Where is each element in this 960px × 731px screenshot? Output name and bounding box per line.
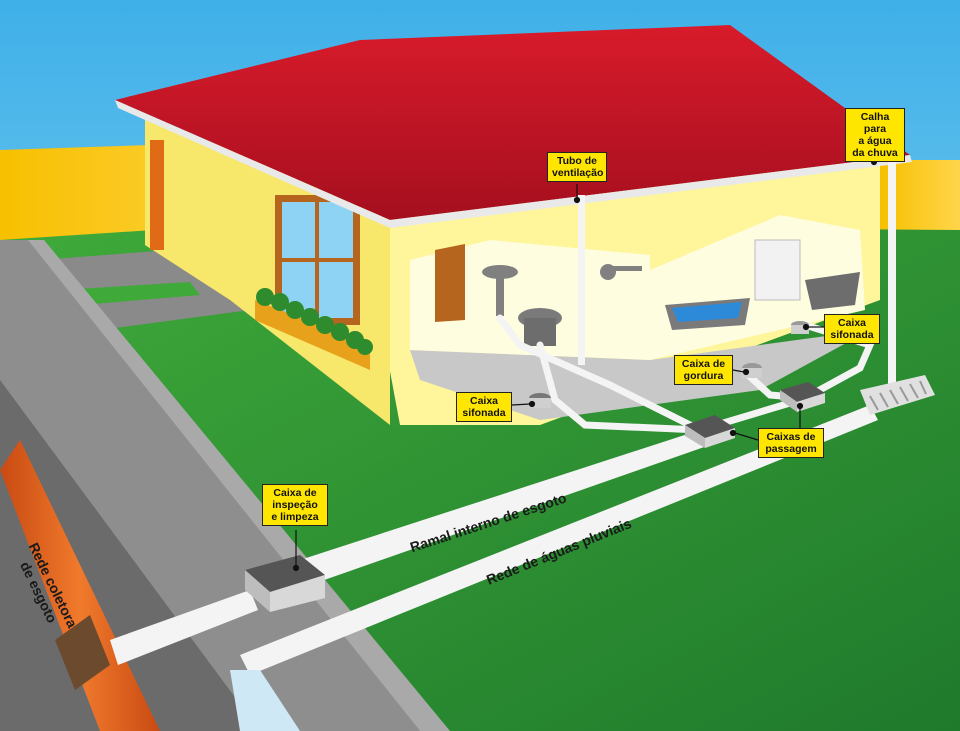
storm-drain-channel [860,375,935,415]
horizon-yellow-right [880,160,960,240]
callout-passage-boxes: Caixas de passagem [758,428,824,458]
callout-vent-pipe: Tubo de ventilação [547,152,607,182]
callout-siphon-box-left: Caixa sifonada [456,392,512,422]
storm-outfall [230,670,300,731]
vent-pipe [578,195,585,365]
curb [28,240,450,731]
flower-box [255,300,370,370]
sewer-pipe-joint [55,615,110,690]
interior-wall-cut [410,240,650,360]
plants [256,288,373,355]
garage-pillar [150,140,164,250]
callout-grease-box: Caixa de gordura [674,355,733,385]
siphon-box-left [529,393,551,408]
door [435,244,465,322]
kitchen-fixtures [665,239,860,330]
callout-inspection-box: Caixa de inspeção e limpeza [262,484,328,526]
inspection-box [245,555,325,612]
bathroom-fixtures [482,264,642,346]
branch-sewer-pipe-to-main [110,590,258,665]
storm-drain-pipe [240,405,878,675]
garden-strip [60,282,200,306]
roof [115,25,910,220]
callout-gutter: Calha para a água da chuva [845,108,905,162]
passage-box-2 [780,382,825,412]
gutter-downpipe [888,158,896,390]
passage-box-1 [685,415,735,448]
callout-siphon-box-right: Caixa sifonada [824,314,880,344]
callout-leaders [292,148,878,572]
interior-floor [410,330,870,420]
branch-sewer-pipe [300,430,710,585]
